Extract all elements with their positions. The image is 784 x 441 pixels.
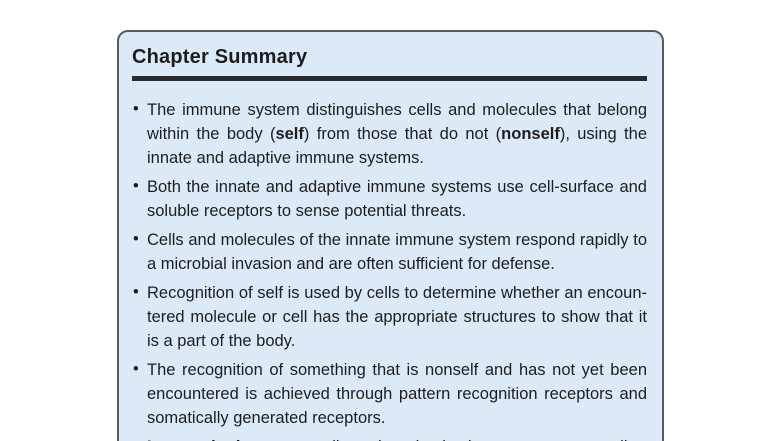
bullet-icon: • — [133, 100, 139, 118]
summary-item: • Immunologic memory allows the adaptive … — [132, 435, 647, 441]
chapter-summary-title: Chapter Summary — [132, 46, 308, 68]
summary-item: • The recognition of something that is no… — [132, 358, 647, 430]
summary-item-text: Immunologic memory allows the adaptive i… — [147, 438, 642, 441]
title-rule-divider — [132, 76, 647, 81]
summary-list: • The immune system distinguishes cells a… — [132, 98, 647, 441]
summary-item-text: The recognition of something that is non… — [147, 361, 647, 427]
chapter-summary-box: Chapter Summary • The immune system disti… — [117, 30, 664, 441]
summary-item: • Both the innate and adaptive immune sys… — [132, 175, 647, 223]
summary-item: • Recognition of self is used by cells to… — [132, 281, 647, 353]
summary-item-text: Cells and molecules of the innate immune… — [147, 231, 647, 273]
summary-item: • The immune system distinguishes cells a… — [132, 98, 647, 170]
summary-item-text: The immune system distinguishes cells an… — [147, 101, 647, 167]
bullet-icon: • — [133, 230, 139, 248]
summary-item-text: Both the innate and adaptive immune syst… — [147, 178, 647, 220]
bullet-icon: • — [133, 283, 139, 301]
summary-item-text: Recognition of self is used by cells to … — [147, 284, 647, 350]
bullet-icon: • — [133, 177, 139, 195]
summary-item: • Cells and molecules of the innate immun… — [132, 228, 647, 276]
bullet-icon: • — [133, 360, 139, 378]
bullet-icon: • — [133, 434, 139, 441]
